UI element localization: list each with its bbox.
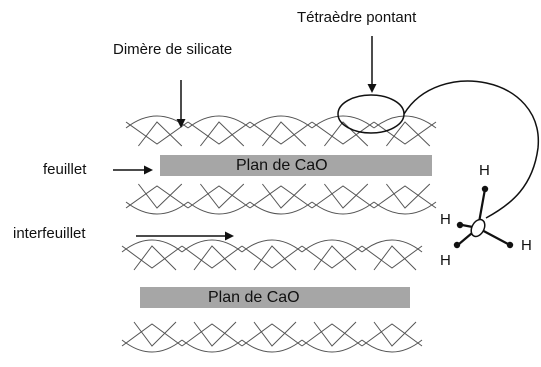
bridging-tetrahedron-circle xyxy=(337,94,405,134)
hydrogen-atom-label: H xyxy=(440,252,451,269)
oxygen-atom xyxy=(470,218,486,238)
bridging-to-water-curve xyxy=(403,80,539,219)
lower-silicate-chain xyxy=(121,239,423,353)
upper-plane-label: Plan de CaO xyxy=(236,157,328,174)
upper-cao-plane xyxy=(160,155,432,176)
bridging-tetrahedron-label: Tétraèdre pontant xyxy=(297,9,417,26)
interlayer-label: interfeuillet xyxy=(13,225,86,242)
hydrogen-atom-label: H xyxy=(521,237,532,254)
lower-plane-label: Plan de CaO xyxy=(208,289,300,306)
hydrogen-atom-label: H xyxy=(440,211,451,228)
upper-silicate-chain xyxy=(125,115,437,215)
silicate-dimer-label: Dimère de silicate xyxy=(113,41,233,58)
hydrogen-atom-label: H xyxy=(479,162,490,179)
lower-cao-plane xyxy=(140,287,410,308)
water-molecule-bonds xyxy=(457,187,510,246)
sheet-label: feuillet xyxy=(43,161,87,178)
water-molecule-atoms xyxy=(453,185,514,249)
